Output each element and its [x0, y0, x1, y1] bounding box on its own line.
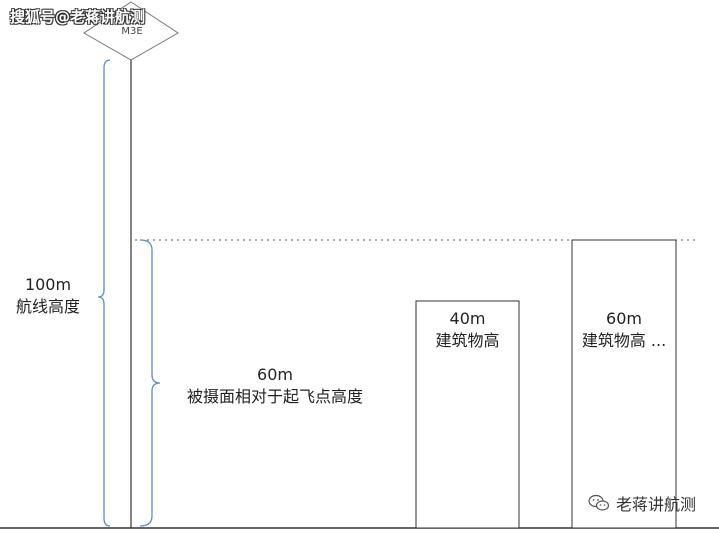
brace-60m	[139, 239, 161, 527]
flight-altitude-label: 100m 航线高度	[0, 274, 96, 318]
building-40m	[415, 300, 520, 529]
watermark-top: 搜狐号@老蒋讲航测	[10, 8, 146, 26]
watermark-bottom-text: 老蒋讲航测	[616, 495, 697, 514]
flight-altitude-caption: 航线高度	[15, 297, 80, 316]
building-60m-height: 60m	[606, 309, 642, 328]
drone-label: M3E	[121, 26, 143, 37]
wechat-icon	[588, 494, 610, 511]
brace-100m	[97, 59, 111, 527]
building-60m-label: 60m 建筑物高 ...	[572, 308, 676, 352]
building-40m-caption: 建筑物高	[435, 331, 500, 350]
watermark-bottom: 老蒋讲航测	[588, 491, 696, 515]
relative-height-label: 60m 被摄面相对于起飞点高度	[170, 364, 380, 408]
relative-height-caption: 被摄面相对于起飞点高度	[186, 387, 363, 406]
building-40m-height: 40m	[449, 309, 486, 328]
building-60m	[571, 239, 677, 529]
building-60m-caption: 建筑物高 ...	[581, 331, 667, 350]
building-40m-label: 40m 建筑物高	[416, 308, 519, 352]
flight-altitude-value: 100m	[24, 275, 72, 294]
relative-height-value: 60m	[257, 365, 293, 384]
